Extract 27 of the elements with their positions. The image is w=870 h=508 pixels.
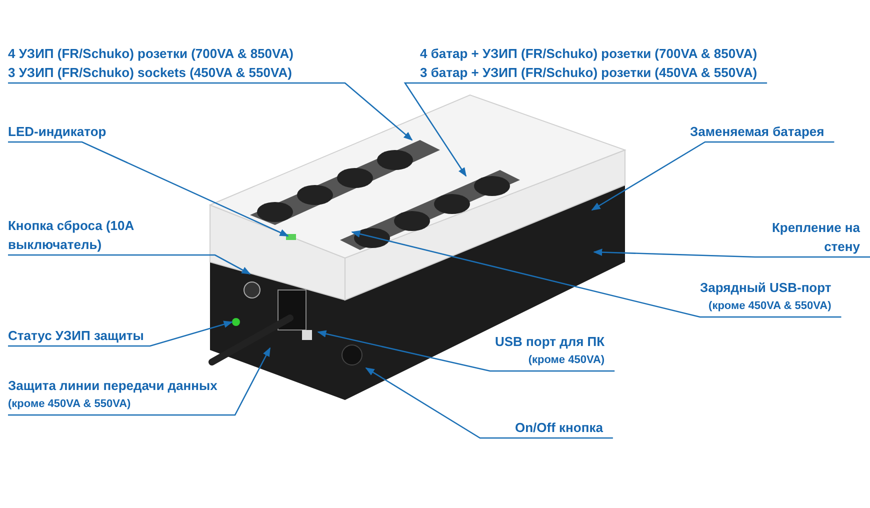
callout-label: USB порт для ПК (495, 333, 605, 351)
callout-label: (кроме 450VA & 550VA) (708, 299, 832, 314)
callout-label: LED-индикатор (8, 123, 106, 141)
callout-label: Крепление на стену (770, 219, 860, 256)
callout-label: On/Off кнопка (515, 419, 603, 437)
leader-line (8, 141, 289, 237)
leader-line (8, 320, 233, 347)
callout-label: 3 батар + УЗИП (FR/Schuko) розетки (450VA & 550VA) (420, 64, 758, 82)
callout-label: Зарядный USB-порт (700, 279, 832, 297)
leader-line (8, 254, 251, 275)
leader-line (591, 141, 834, 211)
leader-line (365, 367, 613, 439)
leader-line (404, 82, 768, 177)
callout-label: 4 УЗИП (FR/Schuko) розетки (700VA & 850VA) (8, 45, 294, 63)
leader-line (351, 230, 842, 318)
callout-label: Заменяемая батарея (690, 123, 824, 141)
callout-label: Защита линии передачи данных (8, 377, 218, 395)
callout-label: (кроме 450VA & 550VA) (8, 397, 132, 412)
callout-label: 3 УЗИП (FR/Schuko) sockets (450VA & 550VA) (8, 64, 293, 82)
callout-label: Статус УЗИП защиты (8, 327, 144, 345)
leader-line (317, 330, 615, 372)
callout-label: Кнопка сброса (10A выключатель) (8, 217, 135, 254)
leader-line (8, 82, 413, 141)
callout-label: 4 батар + УЗИП (FR/Schuko) розетки (700VA & 850VA) (420, 45, 758, 63)
leader-line (593, 248, 870, 258)
callout-label: (кроме 450VA) (527, 353, 605, 368)
leader-line (8, 347, 271, 416)
